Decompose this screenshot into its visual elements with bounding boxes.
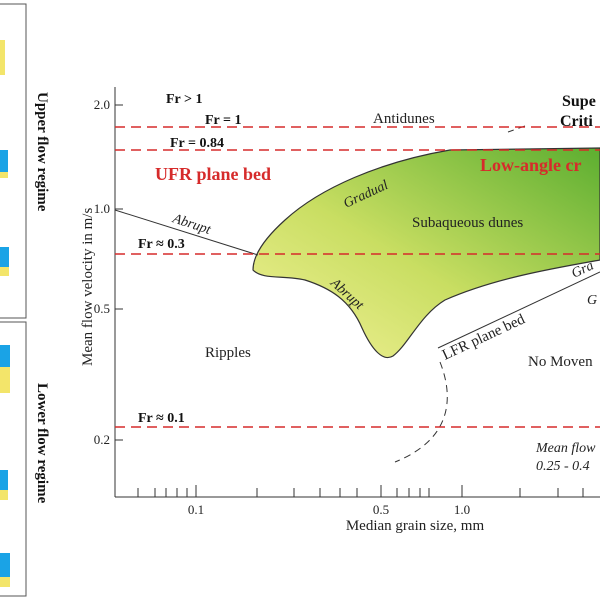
ufr-plane-bed-label: UFR plane bed <box>155 164 271 184</box>
fr-gt1-label: Fr > 1 <box>166 92 203 107</box>
lower-regime-bracket <box>0 321 27 597</box>
no-movement-boundary-dashed <box>394 361 448 463</box>
upper-panel-sketch-1 <box>0 40 5 75</box>
mean-flow-note-line2: 0.25 - 0.4 <box>536 459 590 474</box>
upper-regime-bracket <box>0 3 27 319</box>
lower-regime-label: Lower flow regime <box>34 383 50 504</box>
fr-03-label: Fr ≈ 0.3 <box>138 237 185 252</box>
supercritical-label-1: Supe <box>562 93 596 110</box>
lower-panel-sketch-6 <box>0 577 10 587</box>
subaqueous-dunes-label: Subaqueous dunes <box>412 215 523 231</box>
y-tick-label: 2.0 <box>94 97 110 112</box>
upper-panel-sketch-2 <box>0 150 8 172</box>
g-right-label: G <box>587 293 597 308</box>
fr-1-label: Fr = 1 <box>205 113 242 128</box>
no-movement-label: No Moven <box>528 354 593 370</box>
x-tick-label: 0.5 <box>373 502 389 517</box>
lower-panel-sketch-3 <box>0 470 8 490</box>
y-tick-label: 1.0 <box>94 201 110 216</box>
upper-panel-sketch-5 <box>0 267 9 276</box>
x-tick-label: 0.1 <box>188 502 204 517</box>
antidunes-label: Antidunes <box>373 111 435 127</box>
lower-panel-sketch-5 <box>0 553 10 577</box>
lfr-boundary-line <box>437 271 600 349</box>
ripples-label: Ripples <box>205 345 251 361</box>
froude-lines <box>115 126 600 428</box>
lfr-plane-bed-label: LFR plane bed <box>440 311 528 363</box>
fr-084-label: Fr = 0.84 <box>170 136 224 151</box>
y-tick-label: 0.5 <box>94 301 110 316</box>
x-axis: 0.1 0.5 1.0 Median grain size, mm <box>137 485 584 534</box>
fr-01-label: Fr ≈ 0.1 <box>138 411 185 426</box>
lower-panel-sketch-4 <box>0 490 8 500</box>
upper-regime-label: Upper flow regime <box>34 92 50 212</box>
x-tick-label: 1.0 <box>454 502 470 517</box>
mean-flow-note-line1: Mean flow <box>535 441 596 456</box>
abrupt-boundary-line <box>114 209 259 256</box>
y-axis: 2.0 1.0 0.5 0.2 Mean flow velocity in m/… <box>80 97 123 447</box>
lower-panel-sketch-2 <box>0 367 10 393</box>
subaqueous-dunes-region <box>252 147 600 359</box>
supercritical-label-2: Criti <box>560 113 593 130</box>
lower-panel-sketch-1 <box>0 345 10 367</box>
x-axis-label: Median grain size, mm <box>346 518 485 534</box>
low-angle-label: Low-angle cr <box>480 155 581 175</box>
side-panel: Upper flow regime Lower flow regime <box>0 3 50 597</box>
upper-panel-sketch-4 <box>0 247 9 267</box>
y-tick-label: 0.2 <box>94 432 110 447</box>
y-axis-label: Mean flow velocity in m/s <box>80 208 96 366</box>
upper-panel-sketch-3 <box>0 172 8 178</box>
